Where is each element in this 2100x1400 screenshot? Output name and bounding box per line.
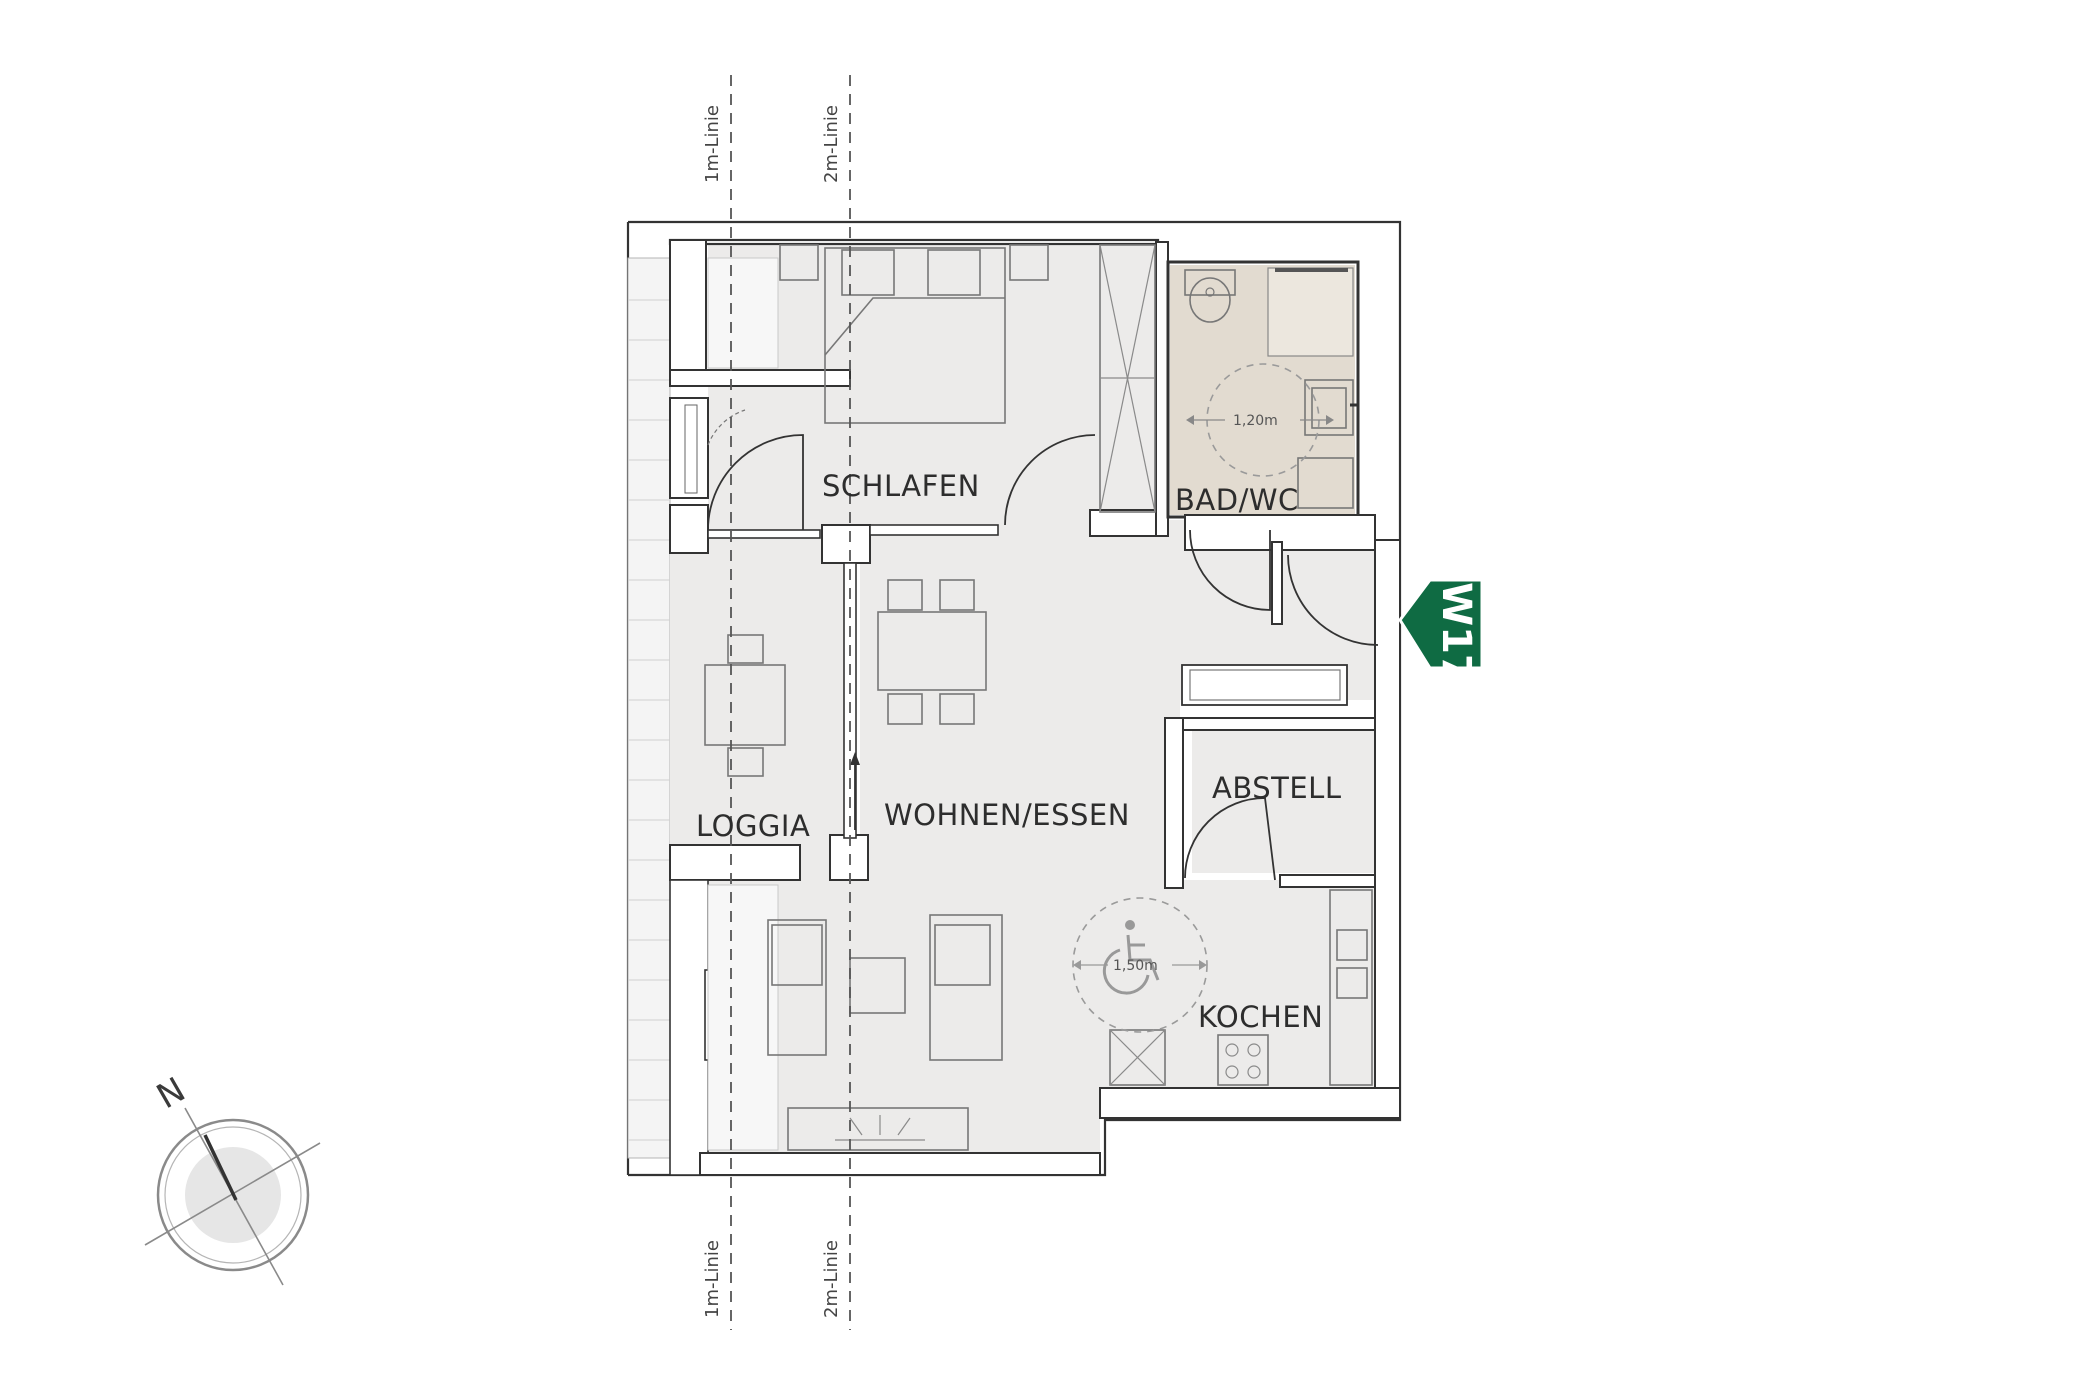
one-meter-label-bottom: 1m-Linie bbox=[702, 1240, 723, 1318]
walls bbox=[668, 238, 1401, 1176]
room-label-loggia: LOGGIA bbox=[696, 809, 810, 843]
loggia-zone-top bbox=[707, 257, 779, 1151]
living-furniture bbox=[767, 914, 1003, 1151]
unit-badge-label: W17 bbox=[1433, 582, 1479, 682]
room-label-wohnen-essen: WOHNEN/ESSEN bbox=[884, 798, 1130, 832]
dimension-bath: 1,20m bbox=[1233, 413, 1278, 429]
unit-badge: W17 bbox=[1398, 578, 1484, 682]
two-meter-label-top: 2m-Linie bbox=[821, 105, 842, 183]
loggia-railing bbox=[627, 257, 671, 1159]
room-label-bad-wc: BAD/WC bbox=[1175, 483, 1299, 517]
room-label-abstell: ABSTELL bbox=[1212, 771, 1341, 805]
two-meter-label-bottom: 2m-Linie bbox=[821, 1240, 842, 1318]
room-label-kochen: KOCHEN bbox=[1198, 1000, 1323, 1034]
bedroom-furniture bbox=[779, 244, 1156, 513]
one-meter-label-top: 1m-Linie bbox=[702, 105, 723, 183]
wheelchair-icon bbox=[1102, 920, 1160, 995]
room-label-schlafen: SCHLAFEN bbox=[822, 469, 980, 503]
reference-lines bbox=[730, 75, 851, 1330]
loggia-furniture bbox=[704, 634, 786, 777]
bath-fixtures bbox=[1184, 268, 1357, 509]
dining-furniture bbox=[877, 579, 987, 725]
doors bbox=[707, 409, 1379, 881]
compass-icon bbox=[144, 1107, 321, 1286]
dimension-kitchen: 1,50m bbox=[1113, 958, 1158, 974]
kitchen-fixtures bbox=[1072, 889, 1373, 1086]
floor-areas bbox=[670, 242, 1375, 1155]
